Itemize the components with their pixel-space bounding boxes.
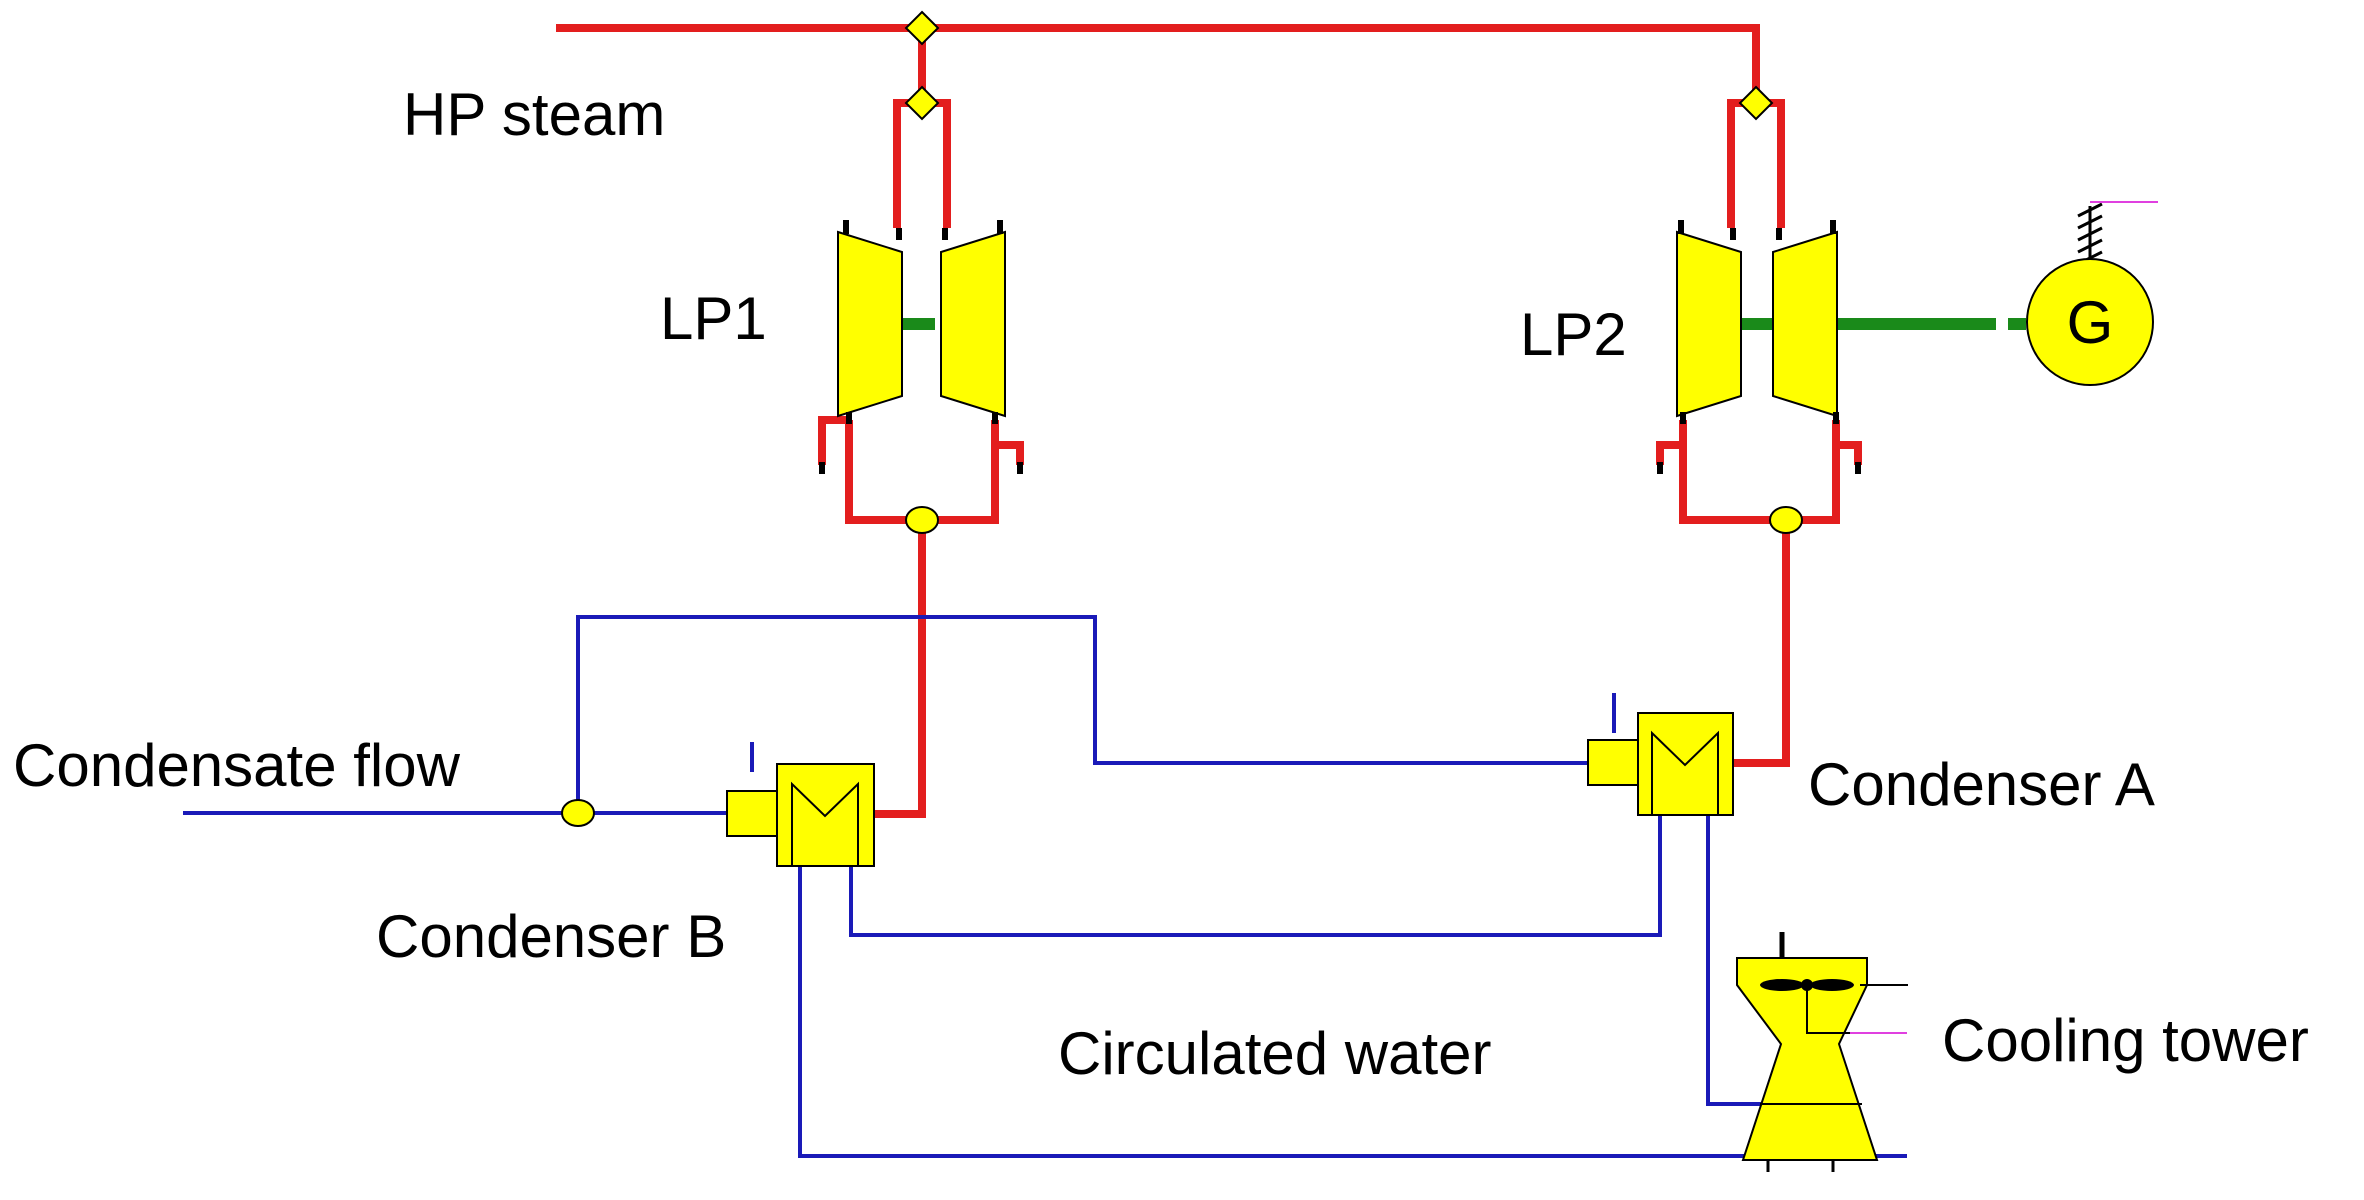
condenser-b-hotwell <box>726 790 778 837</box>
condenser-b-coil <box>791 781 859 866</box>
lp1-exhaust-right <box>995 441 1024 465</box>
lp2-exhaust-right <box>1836 441 1862 465</box>
lp1-exhaust-left-pipe <box>845 420 922 524</box>
condenser-a-hotwell <box>1587 739 1639 786</box>
condenser-a <box>1587 712 1734 816</box>
lp2-exhaust-left <box>1656 441 1683 465</box>
lp2-to-condenser-a <box>1733 520 1790 767</box>
port-ticks <box>819 220 1861 474</box>
cooling-tower-inlet-stub <box>1766 1160 1835 1172</box>
generator-label: G <box>2067 289 2114 356</box>
condensate-mixer <box>561 799 595 827</box>
lp2-inlet-left <box>1727 99 1756 228</box>
condenser-a-coil <box>1651 730 1719 815</box>
condenser-b <box>726 763 875 867</box>
water-lines <box>183 615 1907 1158</box>
lp2-exhaust-mixer <box>1769 506 1803 534</box>
lp2-inlet-splitter <box>1738 85 1774 121</box>
lp2-inlet-right <box>1756 99 1785 228</box>
lp1-label: LP1 <box>660 285 767 352</box>
lp1-inlet-left <box>893 99 922 228</box>
hp-steam-label: HP steam <box>403 81 665 148</box>
circ-water-tower-to-b <box>798 866 1907 1158</box>
generator-icon <box>2026 258 2154 386</box>
lp2-stage-left <box>1676 230 1742 418</box>
generator: G <box>2026 201 2158 386</box>
circ-water-b-to-a <box>849 813 1662 937</box>
lp2-label: LP2 <box>1520 301 1627 368</box>
hp-header-splitter <box>904 10 940 46</box>
condensate-flow-label: Condensate flow <box>13 732 461 799</box>
cooling-tower-fan-icon <box>1760 979 1854 991</box>
lp1-exhaust-mixer <box>905 506 939 534</box>
lp1-to-condenser-b <box>874 520 926 818</box>
lp2-exhaust-left-pipe <box>1679 420 1786 524</box>
circ-water-a-to-tower <box>1706 813 1768 1106</box>
junctions <box>561 10 1803 827</box>
generator-ground-symbol <box>2077 202 2103 270</box>
lp1-inlet-right <box>922 99 951 228</box>
circulated-water-label: Circulated water <box>1058 1020 1492 1087</box>
lp1-exhaust-left <box>818 416 849 465</box>
lp1-stage-left <box>837 230 903 418</box>
condensate-bypass <box>576 615 1588 813</box>
hp-steam-header <box>556 24 1760 103</box>
cooling-tower-motor-line <box>1806 985 1850 1034</box>
lp1-exhaust-right-pipe <box>922 420 999 524</box>
lp1-inlet-splitter <box>904 85 940 121</box>
cooling-tower-body <box>1736 957 1879 1161</box>
lp2-exhaust-right-pipe <box>1786 420 1840 524</box>
lp2-turbine <box>1676 230 1838 418</box>
condenser-a-label: Condenser A <box>1808 751 2155 818</box>
lp1-stage-right <box>940 230 1006 418</box>
cooling-tower <box>1736 932 1908 1172</box>
condenser-b-label: Condenser B <box>376 903 726 970</box>
cooling-tower-label: Cooling tower <box>1942 1007 2309 1074</box>
lp2-stage-right <box>1772 230 1838 418</box>
steam-lines <box>556 24 1862 818</box>
lp1-turbine <box>837 230 1006 418</box>
